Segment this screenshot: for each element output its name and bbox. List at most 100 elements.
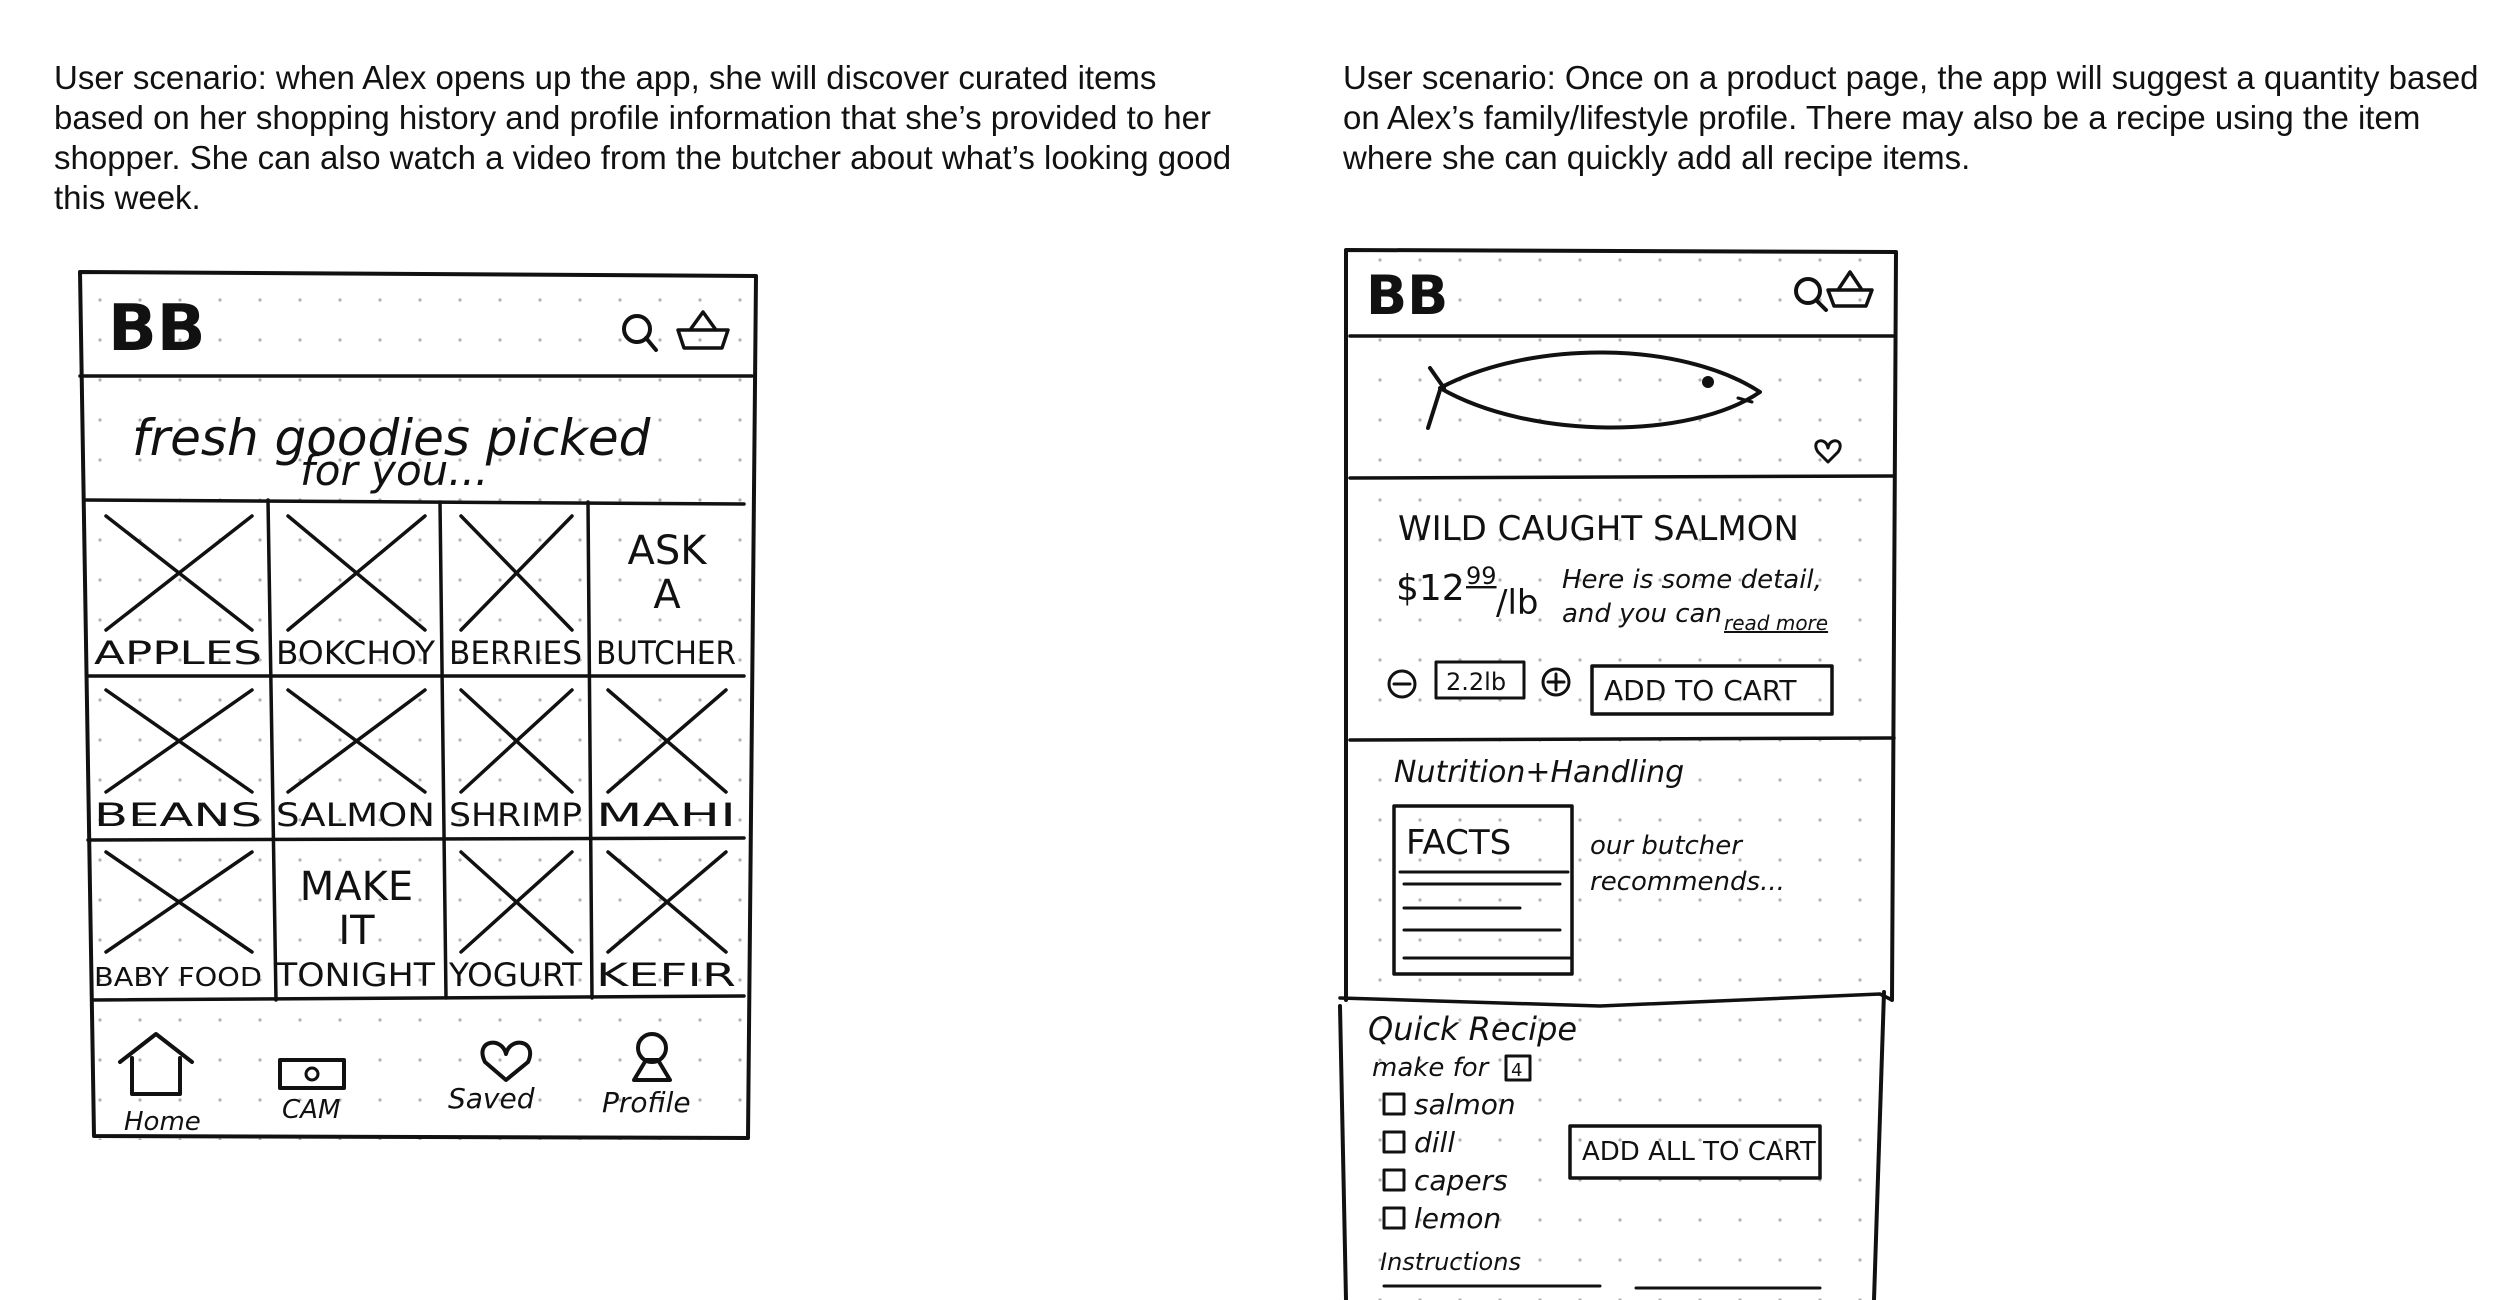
tile-text-line: ASK [628, 528, 709, 574]
profile-icon [632, 1032, 672, 1082]
image-placeholder-stroke [286, 514, 427, 632]
facts-panel[interactable]: FACTS [1392, 804, 1574, 976]
home-logo[interactable]: BB [108, 292, 206, 366]
recipe-item-label: capers [1414, 1164, 1508, 1197]
recipe-item-label: lemon [1414, 1202, 1501, 1235]
quantity-decrease-button[interactable] [1387, 669, 1417, 699]
home-icon [118, 1032, 194, 1096]
grid-tile-berries[interactable]: BERRIES [449, 514, 582, 672]
price-unit: /lb [1496, 583, 1538, 623]
grid-tile-shrimp[interactable]: SHRIMP [449, 688, 582, 834]
grid-tile-bokchoy[interactable]: BOKCHOY [276, 514, 435, 672]
grid-tile-label: BOKCHOY [276, 634, 435, 672]
product-screen-wireframe: BB WILD CAUGHT SALMON $12 99 /lb Here is… [1338, 248, 1898, 1300]
nav-cam-label: CAM [282, 1095, 340, 1125]
grid-tile-apples[interactable]: APPLES [94, 514, 262, 672]
read-more-link[interactable]: read more [1724, 611, 1828, 635]
basket-icon[interactable] [676, 310, 730, 350]
add-all-to-cart-button[interactable]: ADD ALL TO CART [1568, 1124, 1822, 1180]
quantity-field[interactable] [1434, 660, 1526, 700]
grid-tile-label: SALMON [276, 796, 435, 834]
add-all-label: ADD ALL TO CART [1582, 1137, 1816, 1167]
scenario-left-text: User scenario: when Alex opens up the ap… [54, 59, 1232, 216]
recipe-item-lemon[interactable]: lemon [1382, 1202, 1501, 1235]
nav-cam[interactable]: CAM [278, 1058, 346, 1125]
price-dollars: $12 [1396, 568, 1465, 609]
grid-tile-label: SHRIMP [449, 796, 582, 834]
recipe-item-checkbox[interactable] [1382, 1092, 1406, 1116]
nav-home-label: Home [124, 1107, 201, 1137]
grid-tile-label: APPLES [94, 634, 262, 672]
product-price: $12 99 /lb [1396, 562, 1538, 623]
recipe-ingredient-list: salmon dill capers lemon [1382, 1088, 1516, 1235]
basket-icon[interactable] [1826, 270, 1874, 308]
home-screen-wireframe: BB fresh goodies picked for you... APPLE… [78, 270, 758, 1140]
grid-tile-label: MAHI [596, 796, 736, 834]
nav-home[interactable]: Home [118, 1032, 201, 1137]
search-icon[interactable] [622, 314, 658, 352]
nav-saved-label: Saved [448, 1082, 535, 1115]
grid-tile-label: BERRIES [449, 634, 582, 672]
image-placeholder-stroke [459, 850, 574, 954]
home-heading-line1: fresh goodies picked [132, 409, 651, 467]
quantity-increase-button[interactable] [1541, 667, 1571, 697]
detail-line2: and you can [1562, 599, 1722, 629]
search-icon[interactable] [1794, 277, 1828, 312]
image-placeholder-stroke [459, 688, 574, 794]
grid-tile-label: BEANS [94, 796, 262, 834]
camera-icon [278, 1058, 346, 1090]
recipe-item-salmon[interactable]: salmon [1382, 1088, 1516, 1121]
recipe-item-checkbox[interactable] [1382, 1168, 1406, 1192]
recipe-item-label: salmon [1414, 1088, 1516, 1121]
make-for-label: make for [1372, 1053, 1491, 1083]
recipe-item-dill[interactable]: dill [1382, 1126, 1455, 1159]
fish-icon [1426, 350, 1762, 430]
nutrition-section-title: Nutrition+Handling [1394, 755, 1684, 790]
add-to-cart-label: ADD TO CART [1604, 674, 1797, 707]
product-title: WILD CAUGHT SALMON [1398, 509, 1799, 549]
image-placeholder-stroke [459, 514, 574, 632]
home-heading-line2: for you... [300, 446, 488, 495]
recipe-title: Quick Recipe [1368, 1010, 1577, 1048]
grid-tile-baby-food[interactable]: BABY FOOD [94, 850, 262, 993]
grid-tile-label: BUTCHER [596, 634, 736, 672]
grid-tile-beans[interactable]: BEANS [94, 688, 262, 834]
tile-text-line: MAKE [300, 864, 413, 910]
grid-tile-kefir[interactable]: KEFIR [596, 850, 736, 994]
nav-profile[interactable]: Profile [602, 1032, 691, 1119]
grid-tile-label: BABY FOOD [94, 963, 262, 993]
recipe-item-checkbox[interactable] [1382, 1206, 1406, 1230]
add-to-cart-button[interactable]: ADD TO CART [1590, 664, 1834, 716]
butcher-line1: our butcher [1590, 831, 1744, 861]
save-heart-icon[interactable] [1814, 439, 1842, 464]
tile-text-line: A [653, 572, 681, 618]
price-cents: 99 [1466, 562, 1497, 590]
grid-tile-label: YOGURT [448, 956, 582, 994]
heart-icon [480, 1040, 533, 1082]
recipe-item-checkbox[interactable] [1382, 1130, 1406, 1154]
grid-tile-salmon[interactable]: SALMON [276, 688, 435, 834]
grid-tile-label: KEFIR [596, 956, 736, 994]
tile-text-line: IT [338, 908, 375, 954]
product-logo[interactable]: BB [1366, 264, 1448, 327]
image-placeholder-stroke [104, 850, 254, 954]
nav-profile-label: Profile [602, 1086, 691, 1119]
detail-line1: Here is some detail, [1562, 565, 1822, 595]
nav-saved[interactable]: Saved [448, 1040, 535, 1115]
grid-tile-mahi[interactable]: MAHI [596, 688, 736, 834]
image-placeholder-stroke [104, 688, 254, 794]
servings-count: 4 [1511, 1060, 1522, 1081]
image-placeholder-stroke [104, 514, 254, 632]
butcher-line2: recommends... [1590, 867, 1785, 897]
scenario-right-text: User scenario: Once on a product page, t… [1343, 59, 2479, 176]
image-placeholder-stroke [606, 850, 728, 954]
servings-selector[interactable]: 4 [1504, 1054, 1532, 1082]
recipe-item-capers[interactable]: capers [1382, 1164, 1508, 1197]
recipe-item-label: dill [1414, 1126, 1455, 1159]
grid-tile-yogurt[interactable]: YOGURT [448, 850, 582, 994]
instructions-link[interactable]: Instructions [1380, 1248, 1521, 1276]
